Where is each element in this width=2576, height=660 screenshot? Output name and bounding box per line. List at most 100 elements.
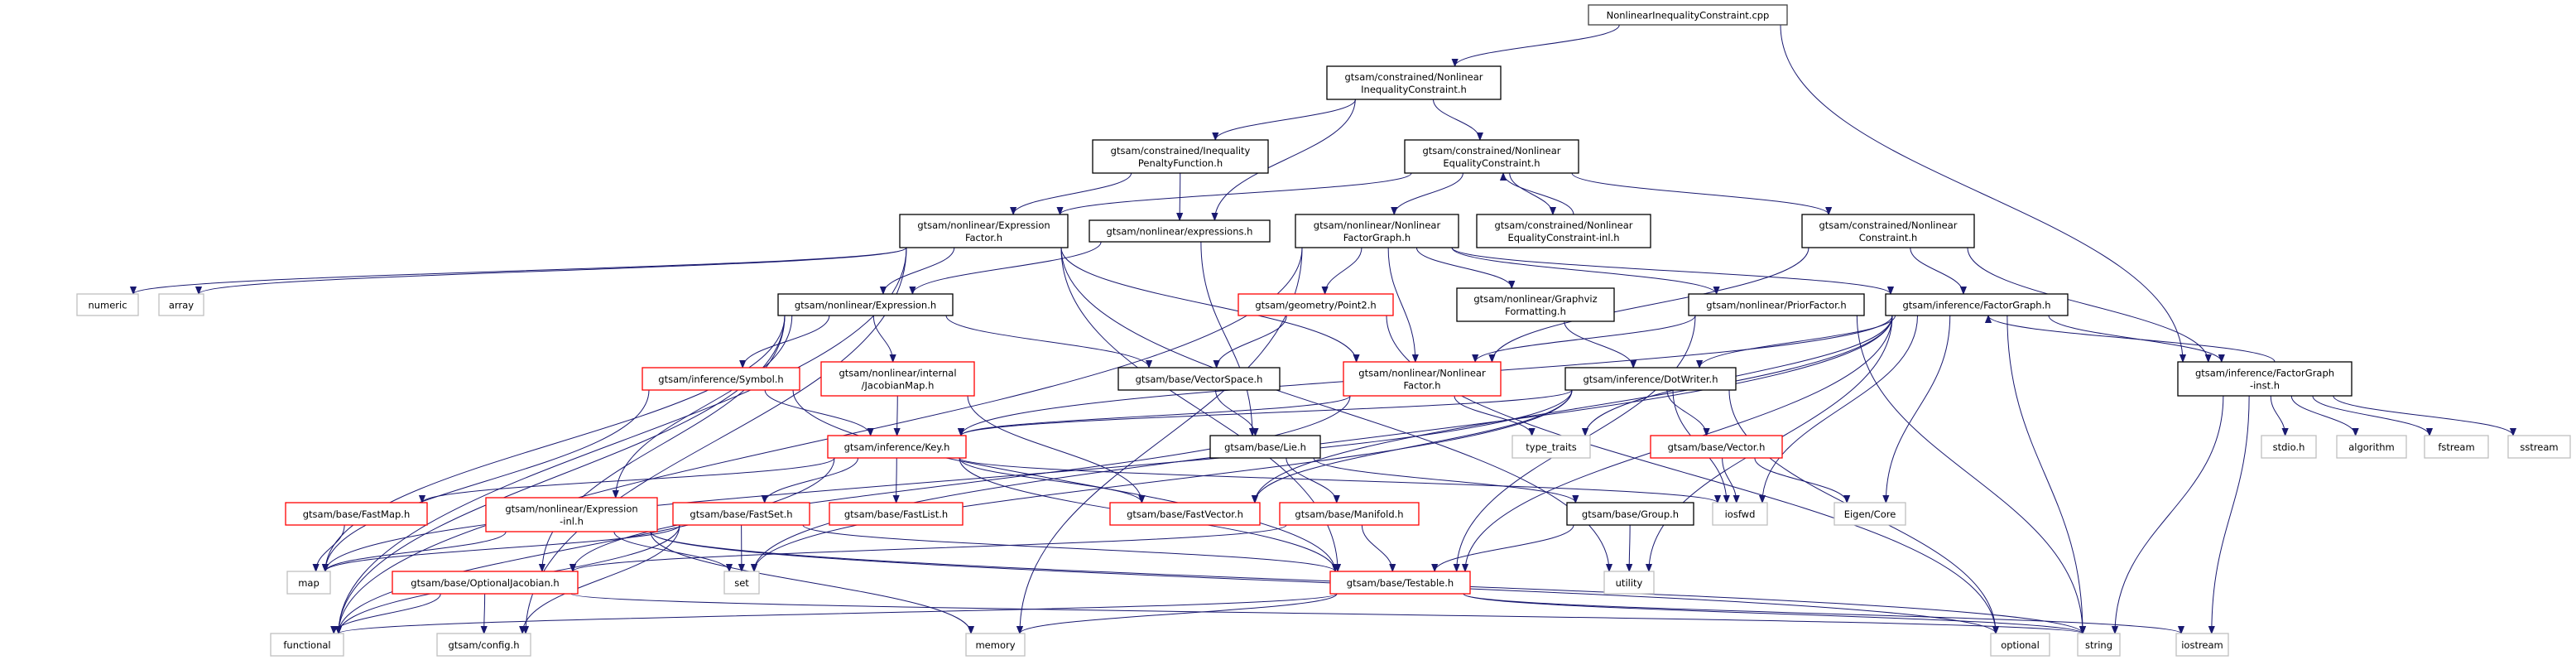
node-ineq[interactable]: gtsam/constrained/NonlinearInequalityCon… [1326, 65, 1502, 100]
node-box [1990, 633, 2050, 657]
node-box [2261, 435, 2317, 459]
edge-nfactor-to-type_traits [1454, 395, 1532, 436]
node-box [642, 367, 800, 391]
node-jacmap[interactable]: gtsam/nonlinear/internal/JacobianMap.h [820, 361, 975, 397]
node-manifold[interactable]: gtsam/base/Manifold.h [1279, 502, 1420, 526]
edge-dotwriter-to-key [961, 389, 1573, 436]
node-label: gtsam/constrained/Nonlinear [1344, 71, 1483, 83]
node-testable[interactable]: gtsam/base/Testable.h [1329, 571, 1471, 595]
edge-manifold-to-optjac [573, 524, 1287, 572]
edge-exprfactor-to-nfactor [1060, 247, 1357, 362]
edge-point2-to-vectorspace [1217, 315, 1287, 369]
node-box [723, 571, 760, 595]
edge-expressions-to-expression [912, 241, 1102, 295]
node-fastset[interactable]: gtsam/base/FastSet.h [672, 502, 810, 526]
node-label: gtsam/inference/FactorGraph.h [1902, 300, 2050, 311]
node-label: string [2085, 639, 2112, 651]
node-key[interactable]: gtsam/inference/Key.h [827, 435, 967, 459]
node-expressions[interactable]: gtsam/nonlinear/expressions.h [1089, 219, 1271, 243]
edge-eq-to-exprfactor [1060, 172, 1412, 215]
node-box [1279, 502, 1420, 526]
node-label: gtsam/base/Testable.h [1347, 577, 1454, 589]
node-exprinl[interactable]: gtsam/nonlinear/Expression-inl.h [485, 497, 658, 532]
node-lie[interactable]: gtsam/base/Lie.h [1209, 435, 1321, 459]
edge-nfg-to-nfactor [1387, 247, 1415, 362]
node-box [436, 633, 531, 657]
node-box [2507, 435, 2571, 459]
node-cpp[interactable]: NonlinearInequalityConstraint.cpp [1588, 4, 1788, 26]
node-expression[interactable]: gtsam/nonlinear/Expression.h [777, 293, 954, 316]
node-box [2177, 361, 2353, 397]
node-factorgraph[interactable]: gtsam/inference/FactorGraph.h [1885, 293, 2069, 316]
node-prior[interactable]: gtsam/nonlinear/PriorFactor.h [1688, 293, 1865, 316]
node-label: gtsam/geometry/Point2.h [1255, 300, 1376, 311]
node-label: sstream [2520, 441, 2558, 453]
node-fastlist[interactable]: gtsam/base/FastList.h [829, 502, 964, 526]
node-label: type_traits [1526, 441, 1576, 453]
edge-group-to-testable [1435, 524, 1574, 572]
node-fstream: fstream [2424, 435, 2489, 459]
edge-expression-to-symbol [743, 315, 830, 369]
edge-nfactor-to-key [961, 395, 1351, 436]
node-label: stdio.h [2273, 441, 2305, 453]
node-vector[interactable]: gtsam/base/Vector.h [1650, 435, 1783, 459]
node-eq[interactable]: gtsam/constrained/NonlinearEqualityConst… [1404, 139, 1579, 174]
node-label: map [298, 577, 320, 589]
node-label: gtsam/config.h [448, 639, 519, 651]
edge-eq-to-eqinl [1509, 172, 1553, 215]
node-symbol[interactable]: gtsam/inference/Symbol.h [642, 367, 800, 391]
edge-eqinl-to-eq [1503, 172, 1574, 215]
node-label: gtsam/nonlinear/PriorFactor.h [1706, 300, 1846, 311]
node-label: numeric [88, 300, 127, 311]
node-box [899, 214, 1069, 248]
node-label: NonlinearInequalityConstraint.cpp [1607, 10, 1770, 22]
edge-key-to-iosfwd [959, 457, 1718, 503]
node-fginst[interactable]: gtsam/inference/FactorGraph-inst.h [2177, 361, 2353, 397]
node-penalty[interactable]: gtsam/constrained/InequalityPenaltyFunct… [1092, 139, 1269, 174]
node-label: Formatting.h [1505, 306, 1566, 317]
node-box [1603, 571, 1655, 595]
node-group[interactable]: gtsam/base/Group.h [1566, 502, 1694, 526]
edge-ineq-to-penalty [1215, 99, 1356, 141]
node-label: gtsam/nonlinear/Expression.h [795, 300, 936, 311]
edge-exprfactor-to-numeric [133, 247, 907, 295]
node-label: gtsam/base/FastVector.h [1127, 508, 1243, 520]
edge-fastset-to-testable [802, 524, 1335, 572]
edge-eq-to-nfg [1394, 172, 1463, 215]
node-box [1209, 435, 1321, 459]
node-box [270, 633, 344, 657]
node-fastvector[interactable]: gtsam/base/FastVector.h [1109, 502, 1261, 526]
node-box [1650, 435, 1783, 459]
edge-testable-to-iostream [1463, 593, 2181, 634]
edge-exprinl-to-optional [650, 531, 1996, 634]
node-fastmap[interactable]: gtsam/base/FastMap.h [285, 502, 428, 526]
node-label: utility [1616, 577, 1643, 589]
node-dotwriter[interactable]: gtsam/inference/DotWriter.h [1564, 367, 1737, 391]
node-box [158, 293, 204, 316]
node-label: gtsam/constrained/Nonlinear [1422, 145, 1560, 157]
node-box [286, 571, 331, 595]
edge-vector-to-iosfwd [1722, 457, 1737, 503]
node-box [76, 293, 139, 316]
edge-jacmap-to-fastvector [967, 395, 1141, 503]
edge-eq-to-nconstraint [1571, 172, 1829, 215]
node-label: gtsam/base/Lie.h [1224, 441, 1306, 453]
node-point2[interactable]: gtsam/geometry/Point2.h [1238, 293, 1394, 316]
edge-fginst-to-stdio [2270, 395, 2285, 436]
node-vectorspace[interactable]: gtsam/base/VectorSpace.h [1117, 367, 1281, 391]
node-eqinl[interactable]: gtsam/constrained/NonlinearEqualityConst… [1476, 214, 1651, 248]
edge-lie-to-manifold [1286, 457, 1337, 503]
edge-ineq-to-expressions [1214, 99, 1356, 220]
edge-fastset-to-map [325, 524, 680, 572]
edge-expression-to-map [325, 315, 786, 571]
edge-nfg-to-functional [339, 247, 1303, 634]
edge-key-to-fastlist [896, 457, 897, 503]
node-optjac[interactable]: gtsam/base/OptionalJacobian.h [392, 571, 579, 595]
node-label: InequalityConstraint.h [1361, 84, 1467, 95]
node-label: gtsam/inference/Symbol.h [658, 373, 783, 385]
